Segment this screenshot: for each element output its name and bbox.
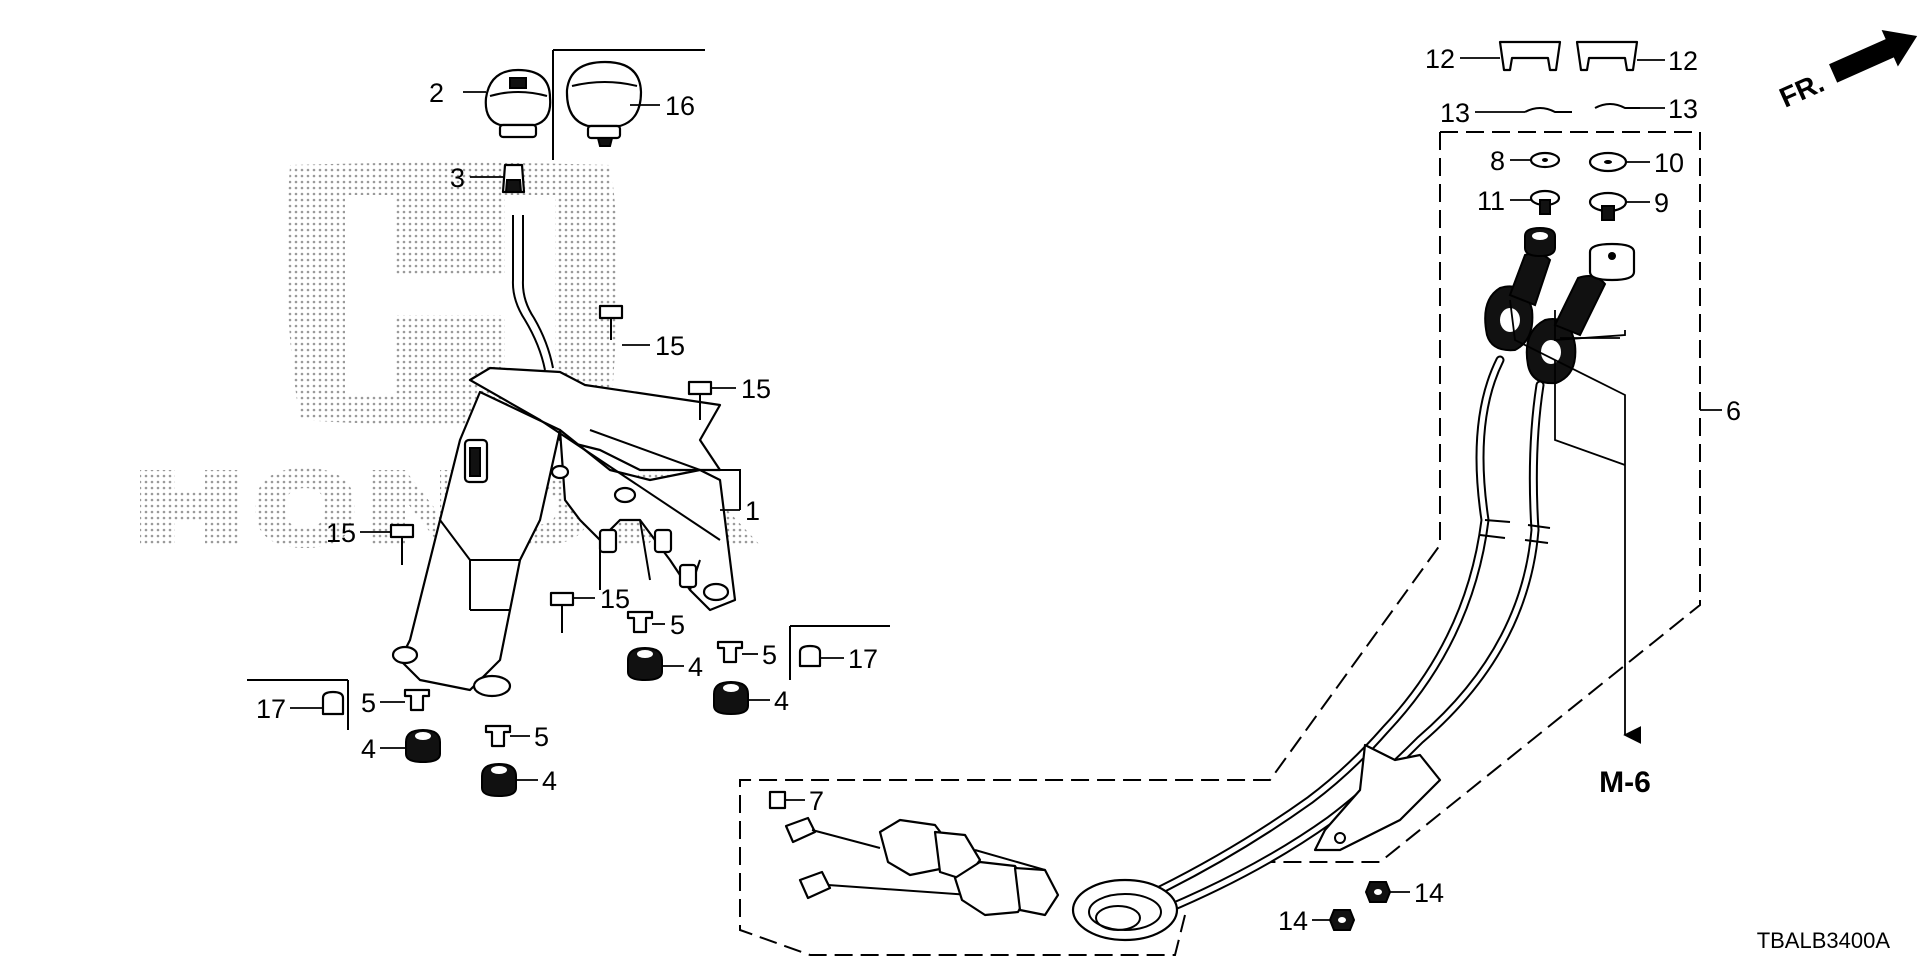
mount-rubber-part-4-c	[405, 728, 441, 764]
callout-12-right: 12	[1668, 46, 1698, 76]
collar-part-5-a	[626, 610, 654, 634]
callout-2: 2	[429, 78, 444, 108]
bolt-part-15-low	[549, 591, 575, 633]
callout-labels: 2 16 3 15 15 15 15 1 5 5 5 5 4 4 4 4 17 …	[256, 44, 1890, 953]
clip-part-7	[768, 790, 787, 810]
callout-5-d: 5	[534, 722, 549, 752]
callout-14-right: 14	[1414, 878, 1444, 908]
callout-4-b: 4	[774, 686, 789, 716]
shift-cables	[1155, 355, 1551, 915]
collar-part-5-b	[716, 640, 744, 664]
mount-rubber-part-4-b	[713, 680, 749, 716]
callout-6: 6	[1726, 396, 1741, 426]
callout-5-a: 5	[670, 610, 685, 640]
nut-part-14-right	[1364, 881, 1392, 903]
bolt-part-15-left	[389, 523, 415, 565]
callout-4-c: 4	[361, 734, 376, 764]
callout-9: 9	[1654, 188, 1669, 218]
clip-part-12-right	[1575, 40, 1639, 72]
pin-part-13-right	[1594, 103, 1640, 109]
callout-16: 16	[665, 91, 695, 121]
callout-3: 3	[450, 163, 465, 193]
cable-end-upper-left	[1484, 252, 1552, 352]
washer-part-10	[1588, 151, 1628, 173]
callout-4-a: 4	[688, 652, 703, 682]
shift-knob-part-2	[484, 68, 552, 139]
front-direction-arrow: FR.	[1775, 29, 1918, 114]
nut-part-14-left	[1328, 909, 1356, 931]
cap-part-17-right	[798, 644, 822, 668]
callout-4-d: 4	[542, 766, 557, 796]
bushing-lower	[1588, 242, 1636, 282]
callout-11: 11	[1477, 186, 1505, 216]
cable-end-upper-right	[1525, 275, 1607, 385]
bushing-part-9	[1588, 191, 1628, 221]
callout-5-b: 5	[762, 640, 777, 670]
bushing-upper	[1524, 226, 1556, 258]
callout-15-mid: 15	[741, 374, 771, 404]
callout-10: 10	[1654, 148, 1684, 178]
cable-set-outline-part-6	[739, 131, 1701, 956]
callout-12-left: 12	[1425, 44, 1455, 74]
callout-15-top: 15	[655, 331, 685, 361]
callout-17-right: 17	[848, 644, 878, 674]
diagram-code: TBALB3400A	[1757, 928, 1891, 953]
cable-end-transmission	[784, 816, 1179, 942]
front-label: FR.	[1775, 67, 1829, 114]
callout-15-left: 15	[326, 518, 356, 548]
collar-part-5-c	[403, 688, 431, 712]
callout-5-c: 5	[361, 688, 376, 718]
shift-knob-part-16	[565, 60, 643, 147]
washer-part-8	[1529, 151, 1561, 169]
pin-part-13-left	[1524, 107, 1572, 113]
shift-lever-bracket-part-1	[391, 215, 741, 698]
bolt-part-15-top	[598, 304, 624, 340]
mount-rubber-part-4-d	[481, 762, 517, 798]
bushing-part-11	[1529, 189, 1561, 215]
mount-rubber-part-4-a	[627, 646, 663, 682]
callout-17-left: 17	[256, 694, 286, 724]
callout-13-right: 13	[1668, 94, 1698, 124]
callout-13-left: 13	[1440, 98, 1470, 128]
callout-1: 1	[745, 496, 760, 526]
leader-lines	[290, 57, 1722, 921]
callout-15-low: 15	[600, 584, 630, 614]
collar-part-5-d	[484, 724, 512, 748]
callout-7: 7	[809, 786, 824, 816]
lock-pin-part-3	[501, 163, 526, 194]
bolt-part-15-mid	[687, 380, 713, 420]
reference-m6: M-6	[1599, 766, 1651, 799]
clip-part-12-left	[1498, 40, 1562, 72]
callout-14-left: 14	[1278, 906, 1308, 936]
callout-8: 8	[1490, 146, 1505, 176]
cap-part-17-left	[321, 690, 345, 716]
